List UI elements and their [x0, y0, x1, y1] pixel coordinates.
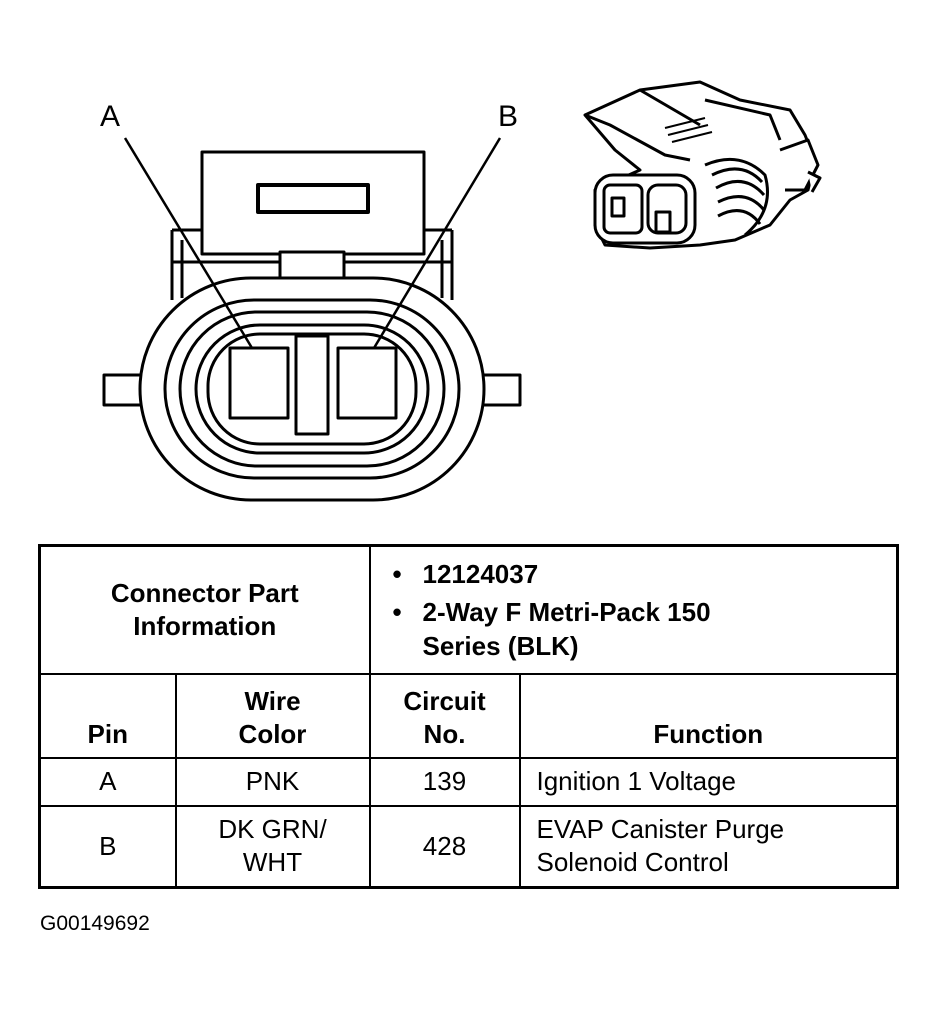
col-header-pin: Pin — [38, 672, 177, 759]
col-header-wire-color: Wire Color — [174, 672, 371, 759]
connector-type: 2-Way F Metri-Pack 150 Series (BLK) — [393, 595, 723, 663]
pin-a-leader — [123, 137, 254, 349]
circuit-cell: 428 — [368, 804, 521, 889]
part-number: 12124037 — [393, 557, 897, 591]
connector-part-details: 12124037 2-Way F Metri-Pack 150 Series (… — [368, 544, 899, 675]
seal-ring-outer — [163, 298, 461, 480]
pin-a-label: A — [100, 100, 121, 133]
table-row: A PNK 139 Ignition 1 Voltage — [38, 756, 899, 807]
latch-window — [256, 183, 370, 214]
wire-color-cell: DK GRN/ WHT — [174, 804, 371, 889]
seal-ring-inner — [194, 323, 430, 455]
col-header-circuit: Circuit No. — [368, 672, 521, 759]
pin-a-cavity — [228, 346, 290, 420]
housing-rails — [170, 228, 454, 300]
connector-info-table: Connector Part Information 12124037 2-Wa… — [38, 544, 899, 889]
col-header-function: Function — [518, 672, 899, 759]
right-ear — [478, 373, 522, 407]
cavity-wall — [206, 332, 418, 446]
left-ear — [102, 373, 146, 407]
latch-tab — [278, 250, 346, 280]
center-divider — [294, 334, 330, 436]
pin-b-cavity — [336, 346, 398, 420]
pin-cell: A — [38, 756, 177, 807]
function-cell: EVAP Canister Purge Solenoid Control — [518, 804, 899, 889]
seal-ring-middle — [178, 310, 446, 468]
connector-diagram — [102, 80, 822, 502]
wire-color-cell: PNK — [174, 756, 371, 807]
table-row: B DK GRN/ WHT 428 EVAP Canister Purge So… — [38, 804, 899, 889]
pin-b-leader — [372, 137, 502, 349]
connector-illustration — [583, 80, 822, 250]
connector-part-info-label: Connector Part Information — [38, 544, 371, 675]
pin-cell: B — [38, 804, 177, 889]
circuit-cell: 139 — [368, 756, 521, 807]
pin-b-label: B — [498, 100, 519, 133]
function-cell: Ignition 1 Voltage — [518, 756, 899, 807]
figure-id: G00149692 — [40, 912, 150, 935]
latch-housing — [200, 150, 426, 256]
